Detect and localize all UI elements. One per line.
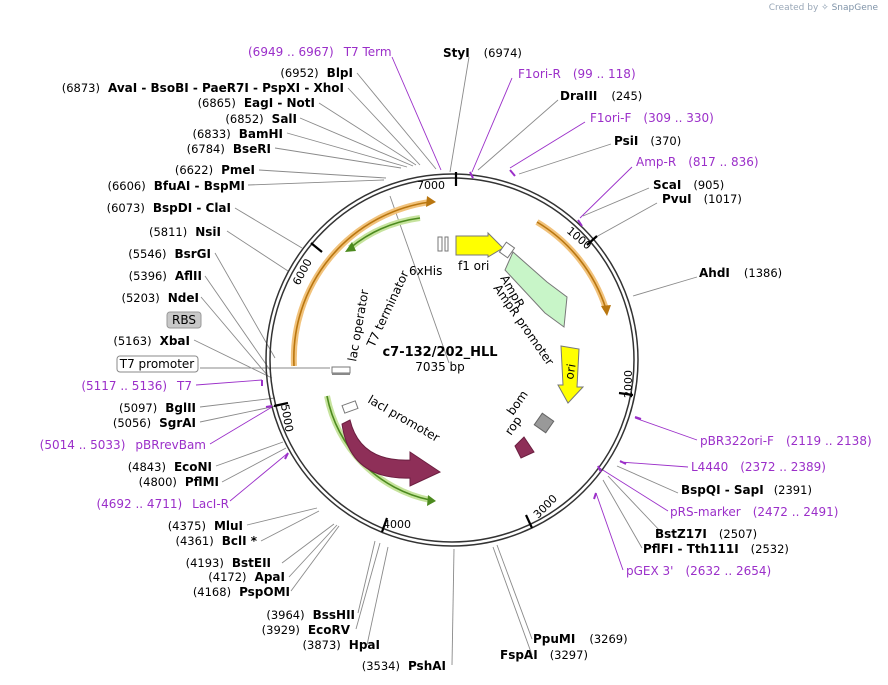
primer-pbr322: pBR322ori-F(2119 .. 2138) — [700, 434, 872, 448]
primer-prs: pRS-marker(2472 .. 2491) — [670, 505, 838, 519]
site-pspomi: (4168)PspOMI — [193, 585, 290, 599]
site-psii: PsiI(370) — [614, 134, 681, 148]
t7-terminator-feature — [437, 236, 443, 252]
orange-arc-left-arrow — [426, 196, 436, 207]
label-laci-promoter: lacI promoter — [366, 392, 443, 444]
site-sali: (6852)SalI — [225, 112, 297, 126]
site-pvui: PvuI(1017) — [662, 192, 742, 206]
primer-l4440: L4440(2372 .. 2389) — [691, 460, 826, 474]
site-blpi: (6952)BlpI — [280, 66, 353, 80]
tick-label: 7000 — [417, 179, 445, 192]
site-pflmi: (4800)PflMI — [139, 475, 219, 489]
site-bspqi: BspQI - SapI(2391) — [681, 483, 812, 497]
plasmid-length: 7035 bp — [415, 360, 465, 374]
label-f1-ori: f1 ori — [458, 259, 489, 273]
tick-label: 2000 — [622, 370, 635, 398]
primer-f1orir: F1ori-R(99 .. 118) — [518, 67, 636, 81]
bom-feature — [533, 412, 555, 434]
label-lac-operator: lac operator — [345, 288, 371, 362]
site-bsteii: (4193)BstEII — [186, 556, 271, 570]
site-pflfi: PflFI - Tth111I(2532) — [643, 542, 789, 556]
label-ori: ori — [562, 363, 578, 381]
site-bspdi: (6073)BspDI - ClaI — [107, 201, 231, 215]
site-scai: ScaI(905) — [653, 178, 724, 192]
primer-ampr: Amp-R(817 .. 836) — [636, 155, 759, 169]
site-styi: StyI(6974) — [443, 46, 522, 60]
orange-arc-left — [293, 201, 431, 367]
primer-lacir: (4692 .. 4711)LacI-R — [96, 497, 229, 511]
primer-connectors — [195, 56, 698, 571]
site-mlui: (4375)MluI — [168, 519, 243, 533]
site-avai: (6873)AvaI - BsoBI - PaeR7I - PspXI - Xh… — [62, 81, 344, 95]
primer-labels: (6949 .. 6967)T7 Term F1ori-R(99 .. 118)… — [40, 45, 872, 578]
rop-feature — [514, 436, 535, 459]
ori-feature — [557, 345, 585, 404]
tick-marks — [273, 172, 634, 533]
site-apai: (4172)ApaI — [208, 570, 285, 584]
site-eagi: (6865)EagI - NotI — [198, 96, 315, 110]
site-fspai: FspAI(3297) — [500, 648, 588, 662]
ampr-promoter-feature — [498, 241, 516, 259]
primer-t7: (5117 .. 5136)T7 — [81, 379, 192, 393]
site-ecorv: (3929)EcoRV — [262, 623, 351, 637]
orange-arc-right — [536, 221, 607, 310]
primer-pbrrev: (5014 .. 5033)pBRrevBam — [40, 438, 206, 452]
site-bfuai: (6606)BfuAI - BspMI — [107, 179, 245, 193]
primer-t7term: (6949 .. 6967)T7 Term — [248, 45, 392, 59]
6xhis-feature — [444, 236, 449, 252]
site-bseri: (6784)BseRI — [187, 142, 271, 156]
f1-ori-feature — [455, 231, 504, 258]
site-connectors — [193, 56, 698, 666]
green-arc-bottom-arrow — [427, 495, 436, 506]
primer-f1orif: F1ori-F(309 .. 330) — [590, 111, 714, 125]
lac-operator-feature — [331, 366, 351, 374]
ampr-feature — [504, 251, 568, 328]
rbs-box — [166, 311, 202, 329]
backbone-inner-ring — [269, 177, 635, 543]
green-arc-top-arrow — [345, 242, 356, 252]
orange-arc-right-arrow — [601, 305, 611, 316]
plasmid-name: c7-132/202_HLL — [382, 345, 497, 360]
backbone-outer-ring — [265, 173, 639, 547]
restriction-sites: StyI(6974) DraIII(245) PsiI(370) ScaI(90… — [62, 46, 812, 673]
primer-markers — [261, 169, 642, 500]
site-bsshii: (3964)BssHII — [266, 608, 355, 622]
site-econi: (4843)EcoNI — [128, 460, 212, 474]
site-bcli: (4361)BclI * — [175, 534, 257, 548]
site-aflii: (5396)AflII — [129, 269, 202, 283]
label-laci: lacI — [375, 436, 400, 457]
t7-promoter-box — [116, 355, 199, 373]
site-pmei: (6622)PmeI — [175, 163, 255, 177]
site-bamhi: (6833)BamHI — [192, 127, 283, 141]
site-hpai: (3873)HpaI — [303, 638, 380, 652]
snapgene-watermark: Created by ✧ SnapGene — [768, 3, 878, 13]
site-ahdi: AhdI(1386) — [699, 266, 782, 280]
tick-label: 4000 — [383, 518, 411, 531]
site-bglii: (5097)BglII — [119, 401, 196, 415]
label-rop: rop — [502, 414, 525, 438]
t7-promoter-label: T7 promoter — [119, 357, 195, 371]
site-bstz17i: BstZ17I(2507) — [655, 527, 757, 541]
site-xbai: (5163)XbaI — [113, 334, 190, 348]
laci-promoter-feature — [341, 400, 359, 414]
green-arc-top — [349, 217, 421, 249]
site-ndei: (5203)NdeI — [122, 291, 200, 305]
site-draiii: DraIII(245) — [560, 89, 642, 103]
label-bom: bom — [504, 388, 531, 418]
site-pshai: (3534)PshAI — [362, 659, 446, 673]
site-ppumi: PpuMI(3269) — [533, 632, 628, 646]
primer-pgex: pGEX 3'(2632 .. 2654) — [626, 564, 771, 578]
label-t7-terminator: T7 terminator — [364, 268, 412, 350]
laci-feature — [341, 419, 442, 487]
tick-label: 5000 — [278, 403, 296, 433]
snapgene-logo-icon: ✧ — [821, 3, 829, 13]
label-6xhis: 6xHis — [409, 264, 442, 278]
rbs-label: RBS — [172, 313, 196, 327]
site-bsrgi: (5546)BsrGI — [128, 247, 211, 261]
t7-promoter-feature — [332, 373, 350, 375]
site-sgrai: (5056)SgrAI — [113, 416, 196, 430]
site-nsii: (5811)NsiI — [149, 225, 221, 239]
